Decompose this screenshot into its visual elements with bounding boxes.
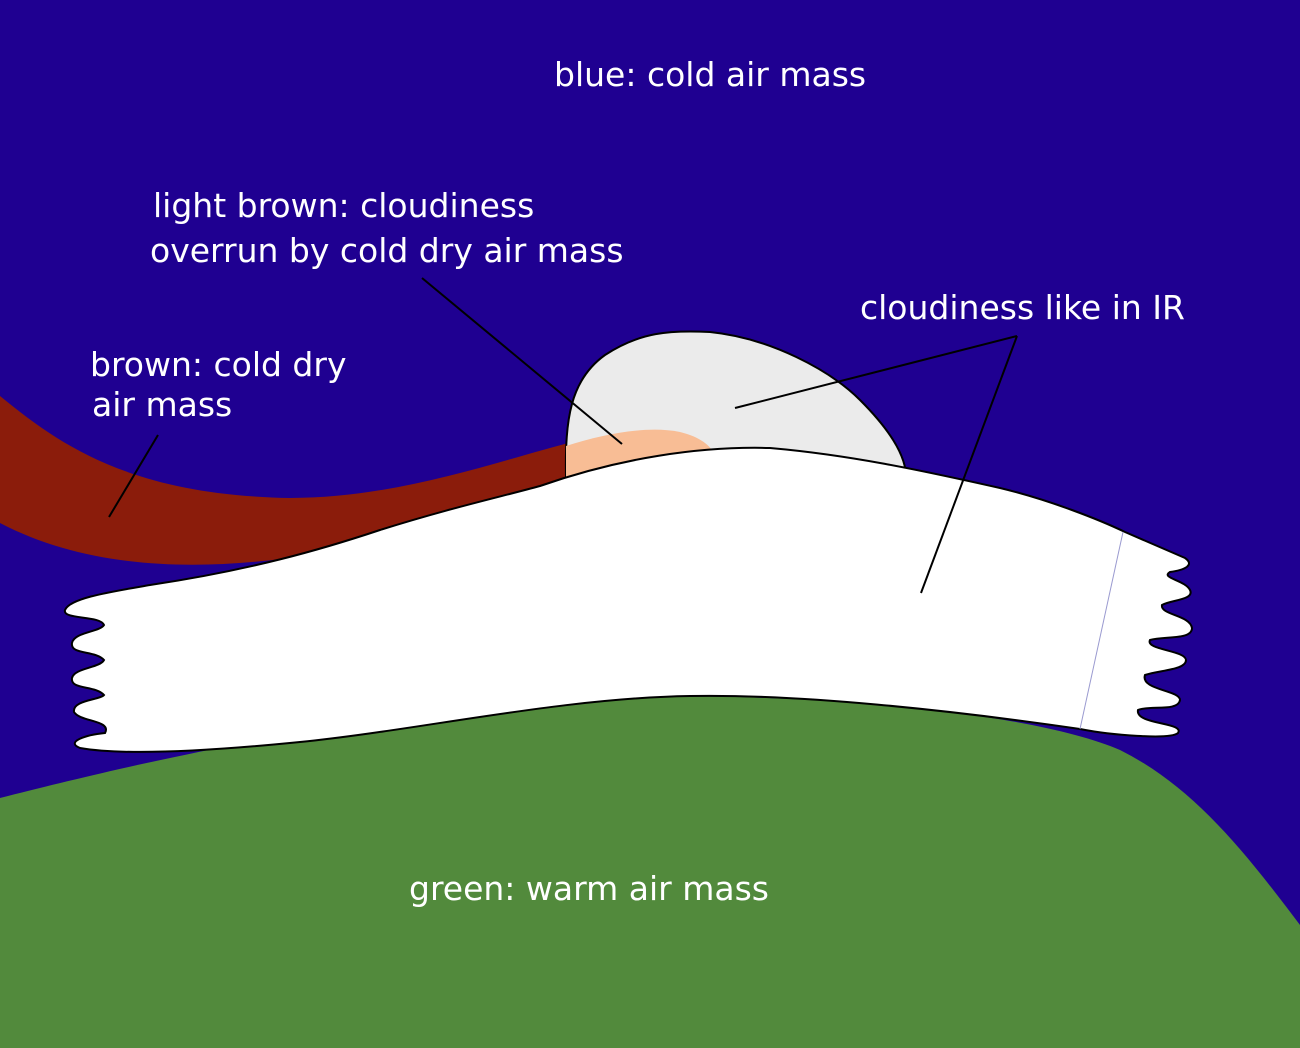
label-light-brown-line1: light brown: cloudiness: [153, 186, 534, 225]
label-green-warm-air: green: warm air mass: [409, 869, 769, 908]
pointer-line-light-brown: [421, 277, 623, 445]
label-light-brown-line2: overrun by cold dry air mass: [150, 231, 624, 270]
pointer-line-ir-1: [734, 335, 1018, 409]
ir-cloud-band: [64, 446, 1194, 753]
pointer-line-brown: [108, 434, 159, 518]
label-blue-cold-air: blue: cold air mass: [554, 55, 866, 94]
label-brown-line2: air mass: [92, 385, 232, 424]
overrun-cloudiness-region: [566, 429, 715, 478]
cloud-segment-divider: [1079, 531, 1124, 730]
label-brown-line1: brown: cold dry: [90, 345, 346, 384]
warm-air-mass-region: [0, 696, 1300, 1048]
label-cloudiness-ir: cloudiness like in IR: [860, 288, 1185, 327]
pointer-line-ir-2: [920, 335, 1018, 594]
